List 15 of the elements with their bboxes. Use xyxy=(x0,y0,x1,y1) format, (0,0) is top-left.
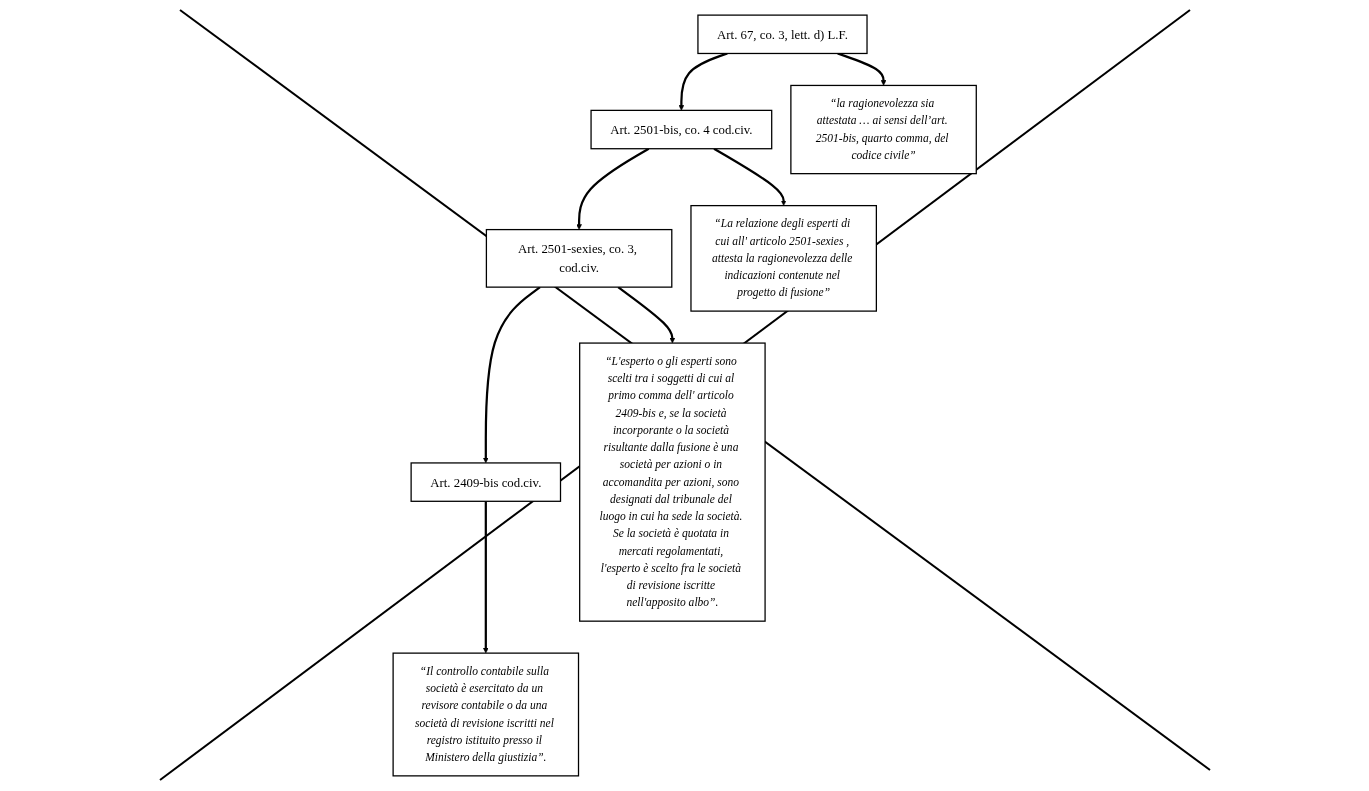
arrow xyxy=(678,52,728,111)
arrow xyxy=(713,147,787,206)
node-box: Art. 2501-bis, co. 4 cod.civ. xyxy=(590,109,773,150)
arrow xyxy=(576,147,650,230)
arrow xyxy=(482,286,541,464)
node-box: “Il controllo contabile sulla società è esercitato da un revisore contabile o da una società di revisione iscritti nel registro istituito presso il Ministero della giustizia”. xyxy=(392,652,579,777)
arrow xyxy=(837,52,887,86)
node-box: “La relazione degli esperti di cui all' articolo 2501-sexies , attesta la ragionevolezza delle indicazioni contenute nel progetto di fusione” xyxy=(690,205,877,312)
node-box: Art. 2501-sexies, co. 3, cod.civ. xyxy=(485,228,673,288)
node-box: “la ragionevolezza sia attestata … ai sensi dell’art. 2501-bis, quarto comma, del codice civile” xyxy=(790,84,977,175)
node-box: Art. 2409-bis cod.civ. xyxy=(410,462,561,502)
arrow xyxy=(482,501,489,654)
arrow xyxy=(617,286,675,344)
node-box: Art. 67, co. 3, lett. d) L.F. xyxy=(697,14,868,55)
node-box: “L'esperto o gli esperti sono scelti tra i soggetti di cui al primo comma dell' articolo 2409-bis e, se la società incorporante o la società risultante dalla fusione è una società per azioni o in accomandita per azioni, sono designati dal tribunale del luogo in cui ha sede la società. Se la società è quotata in mercati regolamentati, l'esperto è scelto fra le società di revisione iscritte nell'apposito albo”. xyxy=(578,342,766,622)
